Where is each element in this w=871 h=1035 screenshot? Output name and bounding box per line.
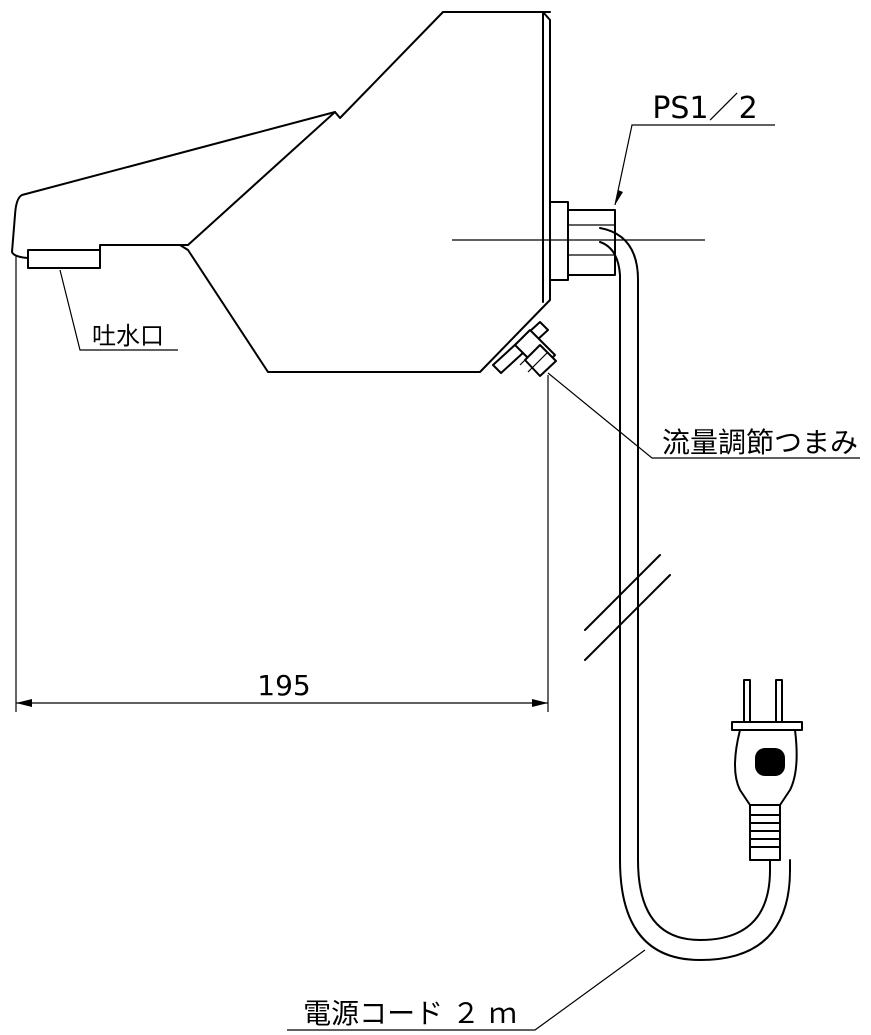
cord-leader	[287, 949, 646, 1031]
dimension-label: 195	[257, 669, 310, 702]
spout-outlet	[27, 249, 101, 269]
body-ridge	[187, 111, 336, 246]
dim-arrow-right	[532, 699, 548, 707]
faucet-body	[11, 11, 551, 373]
plug	[731, 679, 803, 861]
cord-label: 電源コード ２ ｍ	[303, 997, 517, 1030]
thread-label: PS1／2	[652, 91, 757, 126]
dim-arrow-left	[16, 699, 32, 707]
spout-label: 吐水口	[92, 322, 164, 350]
power-cord-outer	[599, 241, 791, 961]
knob-label: 流量調節つまみ	[662, 426, 858, 459]
flow-knob	[492, 321, 557, 377]
power-cord	[599, 227, 771, 941]
fitting-flange	[549, 201, 569, 281]
cord-break-mark-2	[584, 574, 671, 661]
cord-break-mark	[584, 554, 661, 631]
knob-leader	[547, 372, 860, 459]
spout-leader	[59, 269, 178, 351]
thread-leader-arrow	[615, 190, 623, 205]
fitting-nut	[567, 209, 616, 276]
thread-leader	[614, 124, 775, 206]
